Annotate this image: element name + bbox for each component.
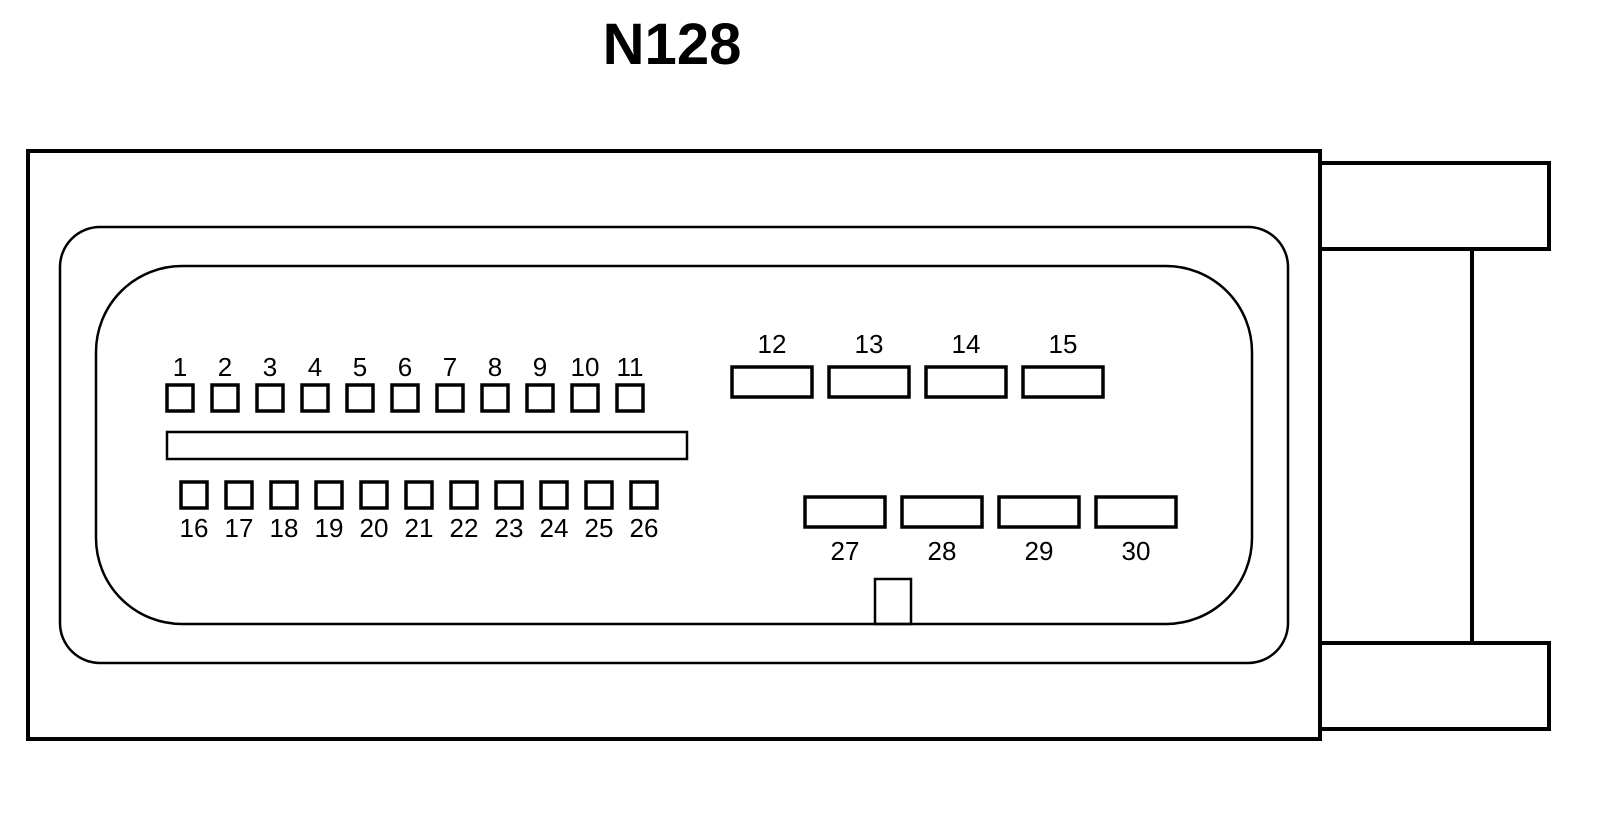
upper-right-pins: 12 13 14 15 bbox=[730, 329, 1105, 399]
pin-2 bbox=[210, 383, 240, 413]
pin-label-30: 30 bbox=[1122, 536, 1151, 566]
pin-3 bbox=[255, 383, 285, 413]
pin-27 bbox=[803, 495, 887, 529]
pin-19 bbox=[314, 480, 344, 510]
pin-label-27: 27 bbox=[831, 536, 860, 566]
pin-23 bbox=[494, 480, 524, 510]
pin-16 bbox=[179, 480, 209, 510]
pin-label-17: 17 bbox=[225, 513, 254, 543]
pin-label-8: 8 bbox=[488, 352, 502, 382]
pin-label-16: 16 bbox=[180, 513, 209, 543]
pin-label-3: 3 bbox=[263, 352, 277, 382]
pin-28 bbox=[900, 495, 984, 529]
pin-label-28: 28 bbox=[928, 536, 957, 566]
connector-housing bbox=[26, 149, 1322, 741]
pin-4 bbox=[300, 383, 330, 413]
pin-6 bbox=[390, 383, 420, 413]
pin-29 bbox=[997, 495, 1081, 529]
pin-26 bbox=[629, 480, 659, 510]
connector-title: N128 bbox=[603, 12, 742, 77]
pin-7 bbox=[435, 383, 465, 413]
latch-lower-arm bbox=[1318, 641, 1551, 731]
pin-5 bbox=[345, 383, 375, 413]
pin-9 bbox=[525, 383, 555, 413]
pin-label-1: 1 bbox=[173, 352, 187, 382]
pin-label-13: 13 bbox=[855, 329, 884, 359]
pin-label-18: 18 bbox=[270, 513, 299, 543]
pin-12 bbox=[730, 365, 814, 399]
pin-label-11: 11 bbox=[617, 352, 644, 382]
pin-21 bbox=[404, 480, 434, 510]
housing-outer-frame bbox=[26, 149, 1322, 741]
bottom-row-pins: 16 17 18 19 20 21 22 23 24 25 26 bbox=[179, 480, 659, 543]
pin-22 bbox=[449, 480, 479, 510]
coding-key bbox=[873, 577, 913, 626]
latch-upper-arm bbox=[1318, 161, 1551, 251]
locking-latch bbox=[1318, 161, 1551, 731]
pin-label-24: 24 bbox=[540, 513, 569, 543]
lower-right-pins: 27 28 29 30 bbox=[803, 495, 1178, 566]
pin-label-10: 10 bbox=[571, 352, 600, 382]
pin-14 bbox=[924, 365, 1008, 399]
pin-8 bbox=[480, 383, 510, 413]
pin-15 bbox=[1021, 365, 1105, 399]
top-row-pins: 1 2 3 4 5 6 7 8 9 10 11 bbox=[165, 352, 645, 413]
pin-cavity bbox=[94, 264, 1254, 626]
pin-label-23: 23 bbox=[495, 513, 524, 543]
pin-label-22: 22 bbox=[450, 513, 479, 543]
pin-label-12: 12 bbox=[758, 329, 787, 359]
pin-10 bbox=[570, 383, 600, 413]
pin-label-26: 26 bbox=[630, 513, 659, 543]
pin-18 bbox=[269, 480, 299, 510]
pin-label-20: 20 bbox=[360, 513, 389, 543]
pin-label-7: 7 bbox=[443, 352, 457, 382]
pin-24 bbox=[539, 480, 569, 510]
pin-17 bbox=[224, 480, 254, 510]
pin-label-5: 5 bbox=[353, 352, 367, 382]
pin-label-29: 29 bbox=[1025, 536, 1054, 566]
pin-label-6: 6 bbox=[398, 352, 412, 382]
pin-11 bbox=[615, 383, 645, 413]
pin-1 bbox=[165, 383, 195, 413]
row-separator-bar bbox=[165, 430, 689, 461]
pin-label-4: 4 bbox=[308, 352, 322, 382]
pin-label-2: 2 bbox=[218, 352, 232, 382]
pin-label-15: 15 bbox=[1049, 329, 1078, 359]
pin-30 bbox=[1094, 495, 1178, 529]
pin-25 bbox=[584, 480, 614, 510]
pin-20 bbox=[359, 480, 389, 510]
pin-label-25: 25 bbox=[585, 513, 614, 543]
pin-label-9: 9 bbox=[533, 352, 547, 382]
housing-inner-frame bbox=[58, 225, 1290, 665]
pin-label-21: 21 bbox=[405, 513, 434, 543]
pin-label-19: 19 bbox=[315, 513, 344, 543]
pin-13 bbox=[827, 365, 911, 399]
pin-label-14: 14 bbox=[952, 329, 981, 359]
